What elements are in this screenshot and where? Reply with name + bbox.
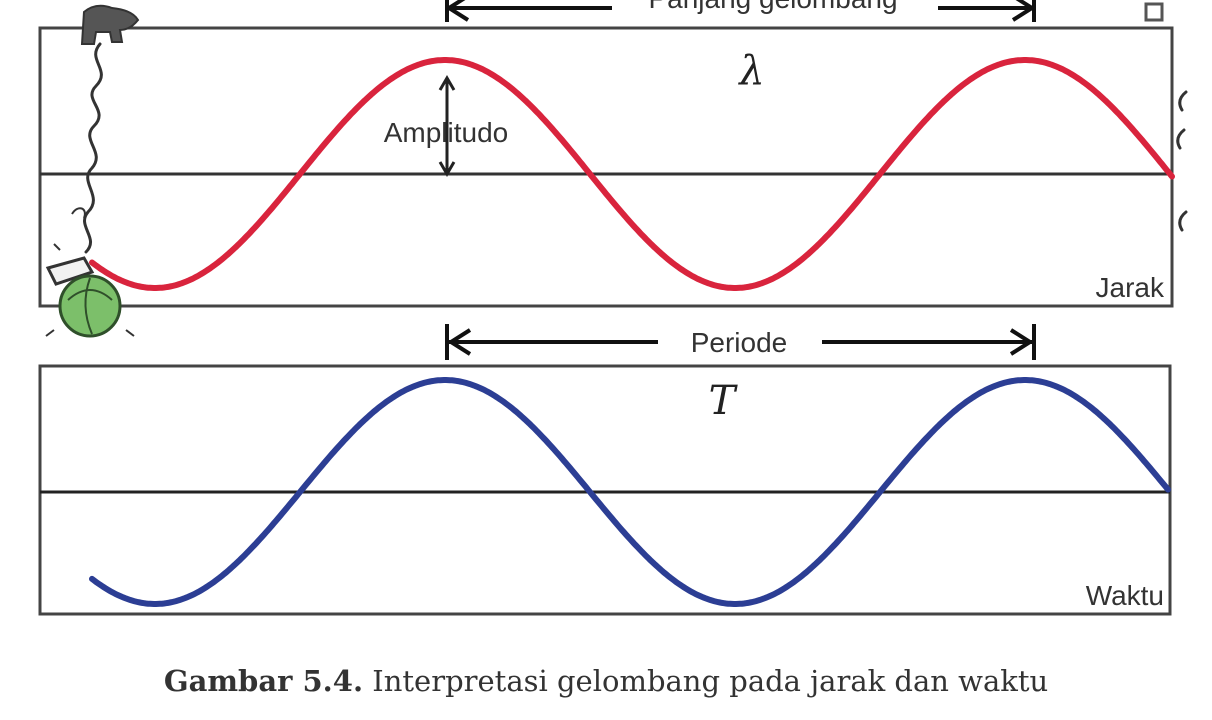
distance-axis-label: Jarak bbox=[1096, 272, 1165, 303]
amplitude-arrow bbox=[438, 75, 456, 177]
wavelength-arrow bbox=[445, 0, 1036, 22]
figure-number: Gambar 5.4. bbox=[163, 664, 364, 698]
amplitude-label: Amplitudo bbox=[384, 117, 509, 148]
distance-panel-frame bbox=[38, 26, 1174, 308]
time-wave-curve bbox=[89, 377, 1171, 607]
figure-caption: Gambar 5.4. Interpretasi gelombang pada … bbox=[0, 664, 1212, 698]
period-label: Periode bbox=[691, 327, 788, 358]
time-panel-frame bbox=[38, 364, 1172, 616]
wavelength-label: Panjang gelombang bbox=[648, 0, 897, 14]
edge-doodle-right bbox=[1144, 2, 1188, 232]
doodle-decoration bbox=[45, 4, 140, 338]
time-axis-label: Waktu bbox=[1086, 580, 1164, 611]
figure-caption-text: Interpretasi gelombang pada jarak dan wa… bbox=[372, 664, 1049, 698]
period-symbol: T bbox=[709, 378, 739, 424]
period-arrow bbox=[445, 324, 1036, 360]
wavelength-symbol: λ bbox=[737, 48, 764, 94]
distance-wave-curve bbox=[89, 57, 1175, 291]
